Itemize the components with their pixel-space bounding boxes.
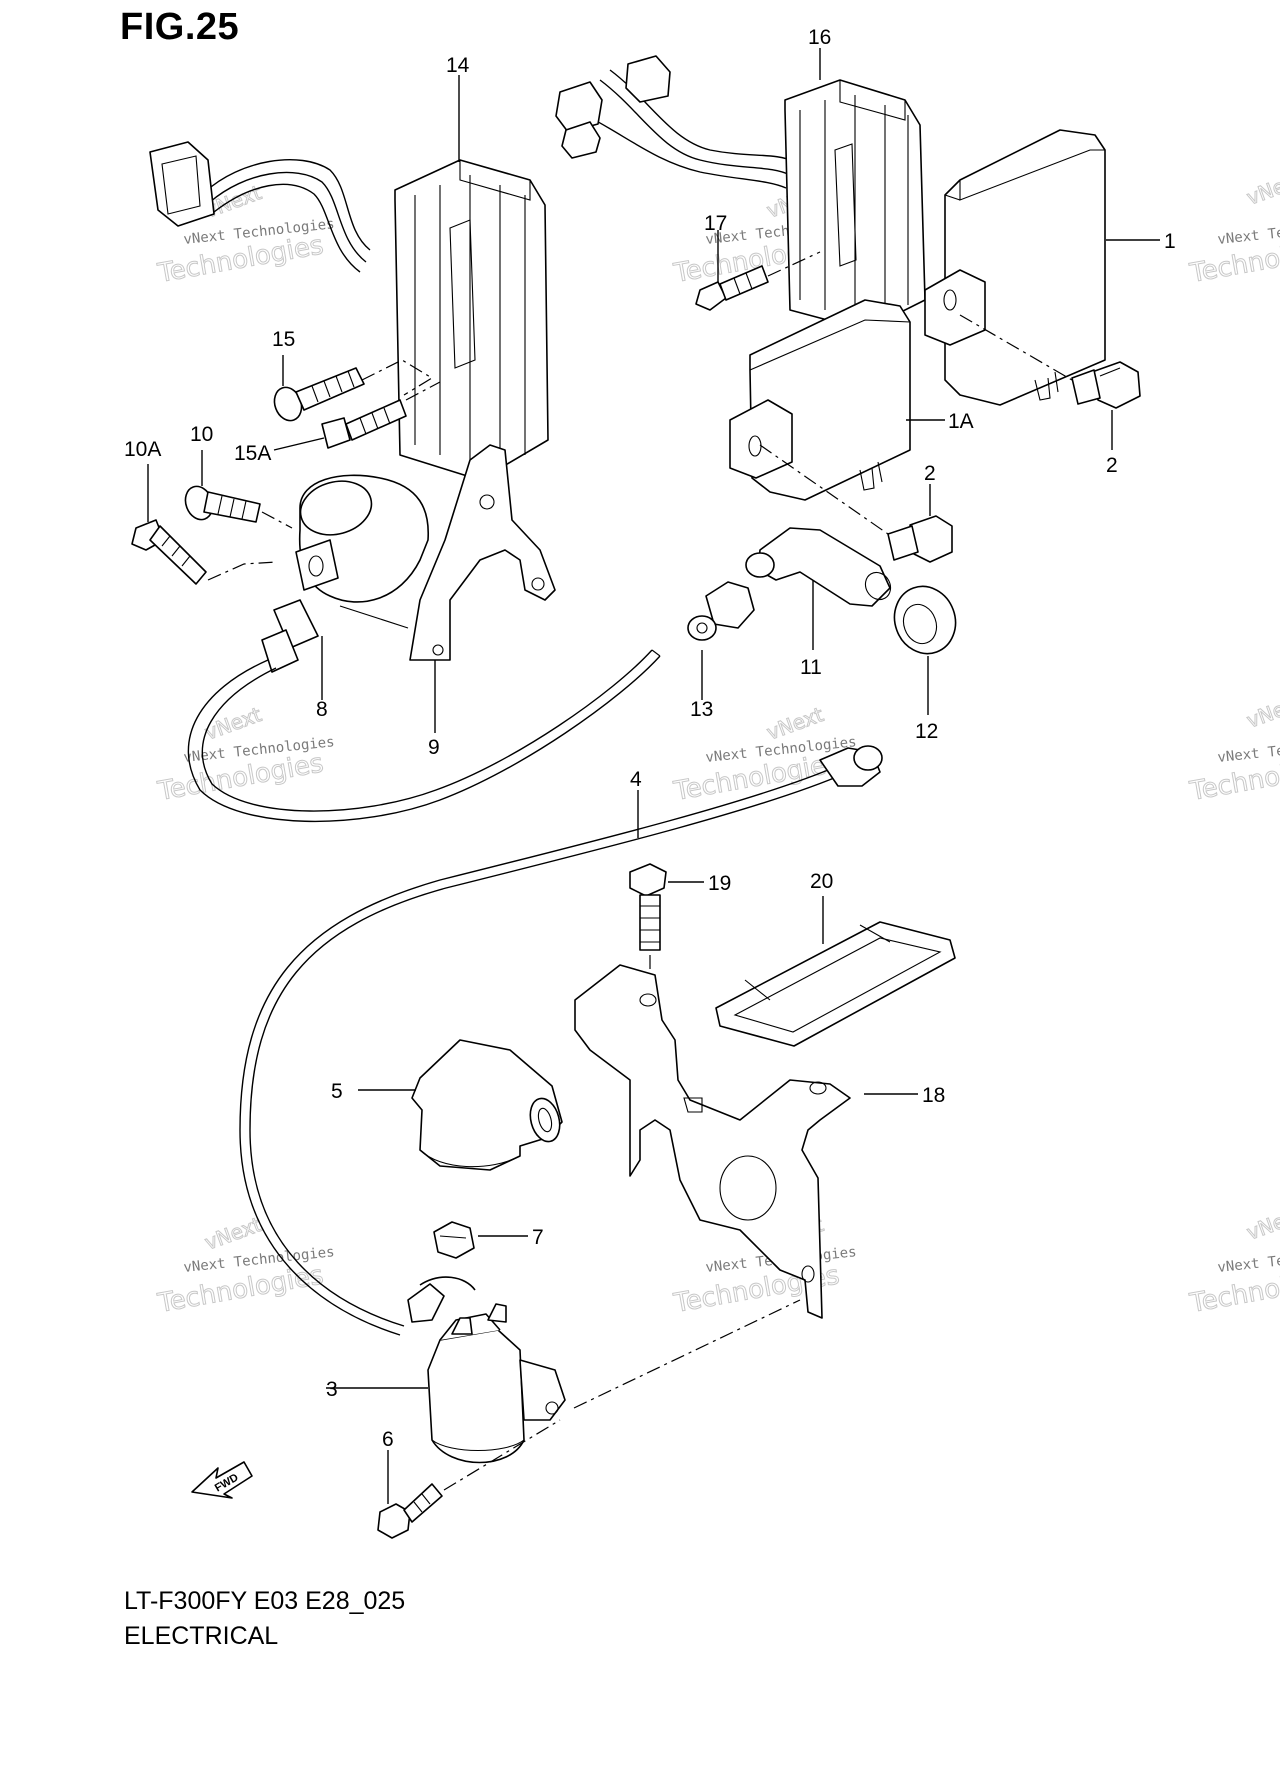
callout-3: 3 xyxy=(326,1378,338,1401)
callout-15a: 15A xyxy=(234,442,271,465)
wire-harness xyxy=(204,159,371,251)
callout-10a: 10A xyxy=(124,438,161,461)
callout-12: 12 xyxy=(915,720,938,743)
part-1-cdi-unit xyxy=(924,129,1106,406)
callout-17: 17 xyxy=(704,212,727,235)
part-19-bolt xyxy=(629,863,667,951)
dash-17-to-16 xyxy=(767,251,821,277)
mounting-tab xyxy=(729,399,793,479)
section-name: ELECTRICAL xyxy=(124,1622,279,1650)
svg-text:vNext: vNext xyxy=(1244,690,1280,733)
mounting-tab xyxy=(924,269,986,346)
part-13-cap xyxy=(687,581,755,641)
dash-10a-to-coil xyxy=(207,561,277,581)
svg-text:vNext: vNext xyxy=(1244,167,1280,210)
callout-14: 14 xyxy=(446,54,470,77)
model-code: LT-F300FY E03 E28_025 xyxy=(124,1587,406,1615)
callout-2-right: 2 xyxy=(1106,454,1118,477)
callout-15: 15 xyxy=(272,328,295,351)
part-6-screw xyxy=(377,1483,443,1539)
part-16-regulator xyxy=(555,55,926,331)
svg-text:vNext Technologies: vNext Technologies xyxy=(1217,216,1280,248)
part-7-nut xyxy=(433,1221,475,1259)
watermark: vNext vNext Technologies Technologies xyxy=(155,1212,336,1320)
callout-8: 8 xyxy=(316,698,328,721)
callout-11: 11 xyxy=(800,656,822,679)
callout-4: 4 xyxy=(630,768,642,791)
forward-direction-indicator: FWD xyxy=(191,1461,253,1499)
connector xyxy=(555,81,603,133)
part-17-screw xyxy=(695,265,769,311)
part-15a-bolt xyxy=(321,399,407,449)
watermark: vNext vNext Technologies Technologies xyxy=(1187,167,1280,290)
callout-labels: 1 1A 2 2 3 4 5 6 7 8 9 10 10A 11 12 13 1… xyxy=(124,26,1176,1451)
part-10-bolt xyxy=(184,485,261,523)
part-20-battery-band xyxy=(715,921,956,1047)
heat-sink-body xyxy=(394,159,549,481)
callout-1: 1 xyxy=(1164,230,1176,253)
dash-2-to-1a xyxy=(759,444,889,535)
dash-10-to-coil xyxy=(261,511,293,529)
part-2-bolt xyxy=(1071,361,1141,409)
dash-6-to-3 xyxy=(443,1419,561,1491)
part-2-bolt xyxy=(887,515,953,563)
dash-2-to-1 xyxy=(959,314,1073,381)
dash-15-to-14 xyxy=(361,359,434,396)
watermark: vNext vNext Technologies Technologies xyxy=(1187,1202,1280,1320)
callout-20: 20 xyxy=(810,870,833,893)
terminal xyxy=(295,539,339,591)
part-10a-bolt xyxy=(131,519,207,585)
part-15-screw xyxy=(273,367,365,422)
part-18-bracket xyxy=(574,964,851,1319)
part-11-spark-plug-cap xyxy=(745,527,892,607)
watermark: vNext vNext Technologies Technologies xyxy=(155,702,336,808)
leader-15a xyxy=(273,437,325,451)
callout-13: 13 xyxy=(690,698,713,721)
figure-title: FIG.25 xyxy=(120,6,240,48)
svg-text:vNext Technologies: vNext Technologies xyxy=(1217,1244,1280,1276)
svg-text:vNext: vNext xyxy=(1244,1202,1280,1245)
svg-text:vNext: vNext xyxy=(202,1212,265,1255)
connector xyxy=(625,55,671,103)
callout-19: 19 xyxy=(708,872,731,895)
callout-18: 18 xyxy=(922,1084,945,1107)
callout-6: 6 xyxy=(382,1428,394,1451)
callout-7: 7 xyxy=(532,1226,544,1249)
part-1a-cdi-unit xyxy=(729,299,911,501)
svg-text:vNext Technologies: vNext Technologies xyxy=(1217,734,1280,766)
callout-10: 10 xyxy=(190,423,213,446)
callout-1a: 1A xyxy=(948,410,974,433)
callout-9: 9 xyxy=(428,736,440,759)
part-14-regulator-rectifier xyxy=(149,141,549,481)
callout-2-middle: 2 xyxy=(924,462,936,485)
callout-16: 16 xyxy=(808,26,831,49)
dash-3-to-18 xyxy=(573,1299,801,1409)
svg-text:vNext: vNext xyxy=(202,702,265,745)
part-3-starter-relay xyxy=(407,1276,566,1464)
arrow-icon xyxy=(191,1461,253,1499)
part-12-seal xyxy=(893,585,957,655)
watermark: vNext vNext Technologies Technologies xyxy=(1187,690,1280,808)
part-4-starter-motor-lead xyxy=(239,745,883,1336)
part-9-bracket xyxy=(409,444,556,661)
connector xyxy=(149,141,215,227)
part-8-ignition-coil xyxy=(261,474,430,673)
part-5-terminal-cover xyxy=(411,1039,563,1171)
callout-5: 5 xyxy=(331,1080,343,1103)
